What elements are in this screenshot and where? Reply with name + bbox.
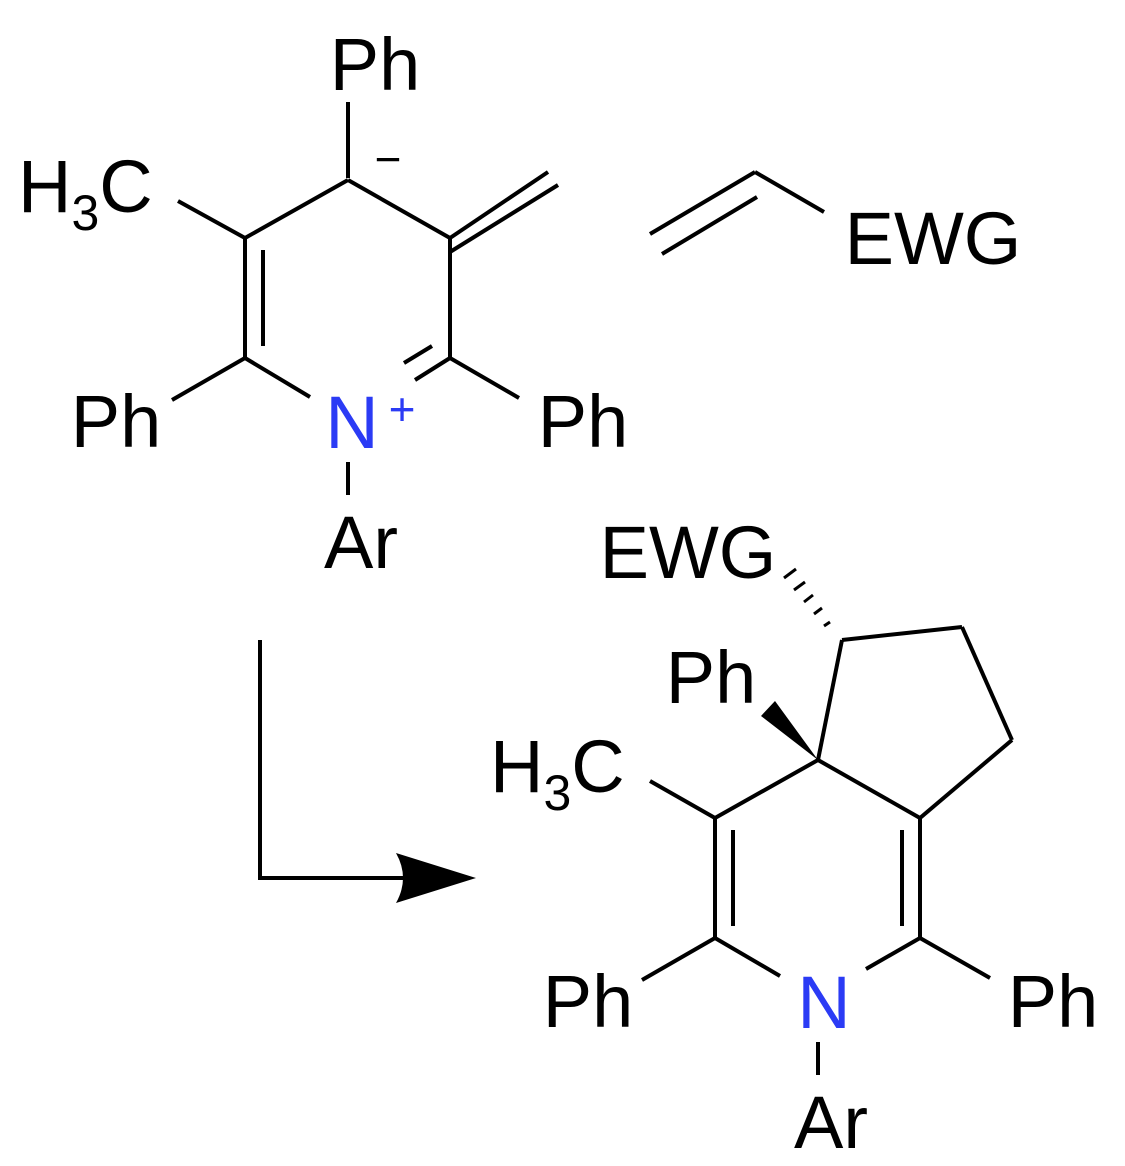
reactant-top-ph-label: Ph <box>330 23 421 106</box>
reactant-left-ph-label: Ph <box>71 380 162 463</box>
product-nitrogen-label: N <box>797 961 850 1044</box>
methyl-subscript: 3 <box>71 185 99 241</box>
reaction-arrow <box>258 640 476 903</box>
product-left-ph-label: Ph <box>543 960 634 1043</box>
product-structure: EWG Ph H3C Ph Ph N Ar <box>490 511 1098 1164</box>
reactant-structure: Ph H3C − Ph Ph N + Ar <box>18 23 628 584</box>
product-methyl-label: H3C <box>490 725 625 821</box>
product-ar-label: Ar <box>794 1081 868 1164</box>
product-ewg-label: EWG <box>600 511 777 594</box>
reactant-right-ph-label: Ph <box>538 380 629 463</box>
reactant-bonds <box>171 102 560 495</box>
product-methyl-h: H <box>490 725 543 808</box>
arrow-head <box>396 853 476 903</box>
wedge-bond <box>761 701 818 760</box>
alkene-ewg-label: EWG <box>845 197 1022 280</box>
product-bonds <box>641 625 1014 1075</box>
anion-charge: − <box>375 133 402 185</box>
reactant-methyl-label: H3C <box>18 145 153 241</box>
alkene-structure: EWG <box>648 170 1022 280</box>
product-ph-fusion-label: Ph <box>666 636 757 719</box>
methyl-c: C <box>99 145 152 228</box>
reactant-ar-label: Ar <box>324 501 398 584</box>
product-methyl-c: C <box>571 725 624 808</box>
product-methyl-subscript: 3 <box>543 765 571 821</box>
cation-charge: + <box>389 383 416 435</box>
methyl-h: H <box>18 145 71 228</box>
product-right-ph-label: Ph <box>1008 960 1099 1043</box>
reactant-nitrogen-label: N <box>325 381 378 464</box>
hash-bond <box>783 567 831 628</box>
